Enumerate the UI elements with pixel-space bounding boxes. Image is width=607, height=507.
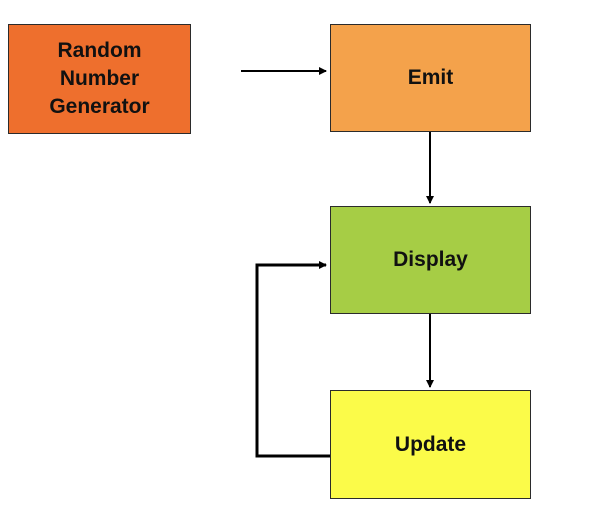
node-display: Display <box>330 206 531 314</box>
node-random-number-generator: Random Number Generator <box>8 24 191 134</box>
edge-update-to-display <box>255 261 330 458</box>
node-emit: Emit <box>330 24 531 132</box>
node-update: Update <box>330 390 531 499</box>
